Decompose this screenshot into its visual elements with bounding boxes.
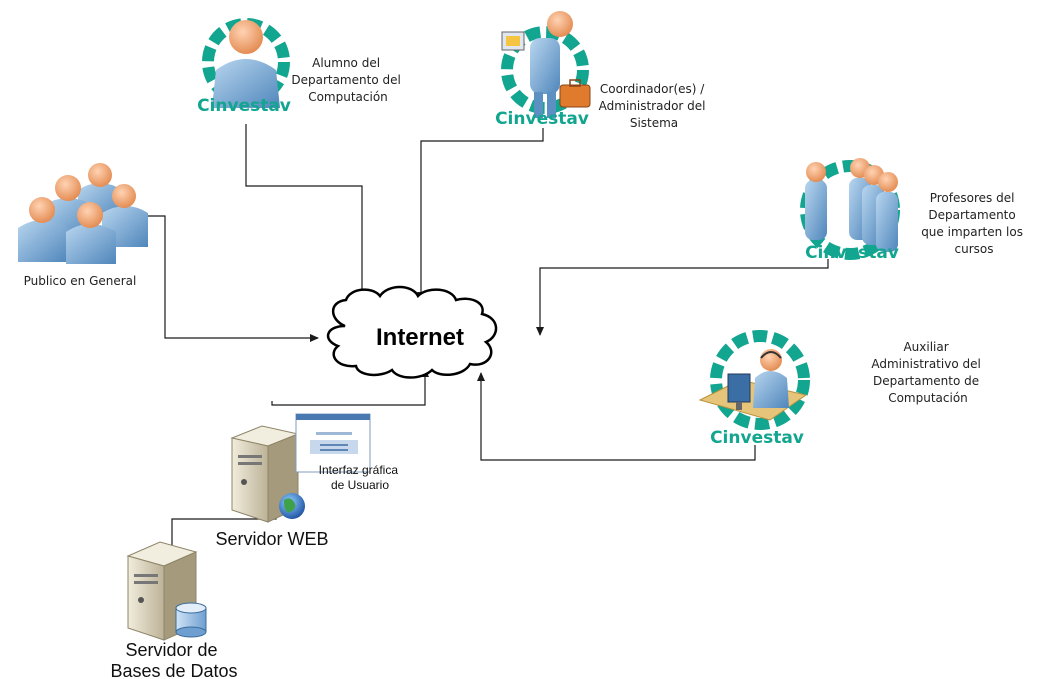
profesores-label-line1: Profesores del [930, 191, 1015, 205]
alumno-label-line3: Computación [308, 90, 388, 104]
alumno-label-line1: Alumno del [312, 56, 380, 70]
person-icon [212, 20, 280, 108]
ui-window-icon [295, 413, 371, 473]
coordinador-label-line3: Sistema [630, 116, 678, 130]
connector-auxiliar-internet [477, 372, 756, 461]
people-group-icon [805, 158, 898, 252]
internet-label: Internet [376, 324, 464, 351]
profesores-label-line4: cursos [955, 242, 994, 256]
profesores-brand: Cinvestav [805, 243, 899, 263]
alumno-brand: Cinvestav [197, 96, 291, 116]
briefcase-icon [559, 79, 591, 108]
connector-publico-internet [147, 215, 319, 342]
connector-alumno-internet [245, 124, 366, 303]
connector-profesores-internet [536, 259, 829, 336]
auxiliar-label-line1: Auxiliar [903, 340, 948, 354]
coordinador-label-line2: Administrador del [599, 99, 706, 113]
interfaz-label: Interfaz gráfica de Usuario [319, 463, 402, 492]
cinvestav-logo-alumno [202, 18, 290, 106]
alumno-label: Alumno del Departamento del Computación [291, 56, 404, 104]
database-icon [175, 602, 207, 638]
connector-web-internet [271, 368, 429, 406]
profesores-label-line2: Departamento [928, 208, 1015, 222]
profesores-label-line3: que imparten los [921, 225, 1023, 239]
headset-icon [760, 351, 782, 359]
servidor-web-label: Servidor WEB [215, 529, 328, 549]
coordinador-label-line1: Coordinador(es) / [600, 82, 705, 96]
coordinador-label: Coordinador(es) / Administrador del Sist… [599, 82, 710, 130]
monitor-icon [727, 373, 751, 410]
auxiliar-label-line4: Computación [888, 391, 968, 405]
servidor-bd-label-line2: Bases de Datos [110, 661, 237, 679]
profesores-label: Profesores del Departamento que imparten… [921, 191, 1027, 256]
interfaz-label-line2: de Usuario [331, 478, 389, 492]
alumno-label-line2: Departamento del [291, 73, 400, 87]
people-group-icon [18, 163, 148, 264]
interfaz-label-line1: Interfaz gráfica [319, 463, 399, 477]
cinvestav-logo-coordinador [501, 26, 589, 114]
auxiliar-brand: Cinvestav [710, 428, 804, 448]
monitor-icon [501, 31, 525, 51]
publico-label: Publico en General [24, 274, 137, 288]
cinvestav-logo-auxiliar [710, 330, 810, 430]
auxiliar-label-line2: Administrativo del [871, 357, 980, 371]
person-icon [753, 349, 789, 408]
auxiliar-label: Auxiliar Administrativo del Departamento… [871, 340, 984, 405]
cloud-icon [326, 285, 498, 379]
auxiliar-label-line3: Departamento de [873, 374, 979, 388]
servidor-bd-label-line1: Servidor de [125, 640, 217, 660]
globe-icon [279, 493, 305, 519]
person-icon [530, 11, 573, 118]
servidor-bd-label: Servidor de Bases de Datos [110, 640, 237, 679]
connector-coordinador-internet [417, 128, 544, 301]
coordinador-brand: Cinvestav [495, 109, 589, 129]
